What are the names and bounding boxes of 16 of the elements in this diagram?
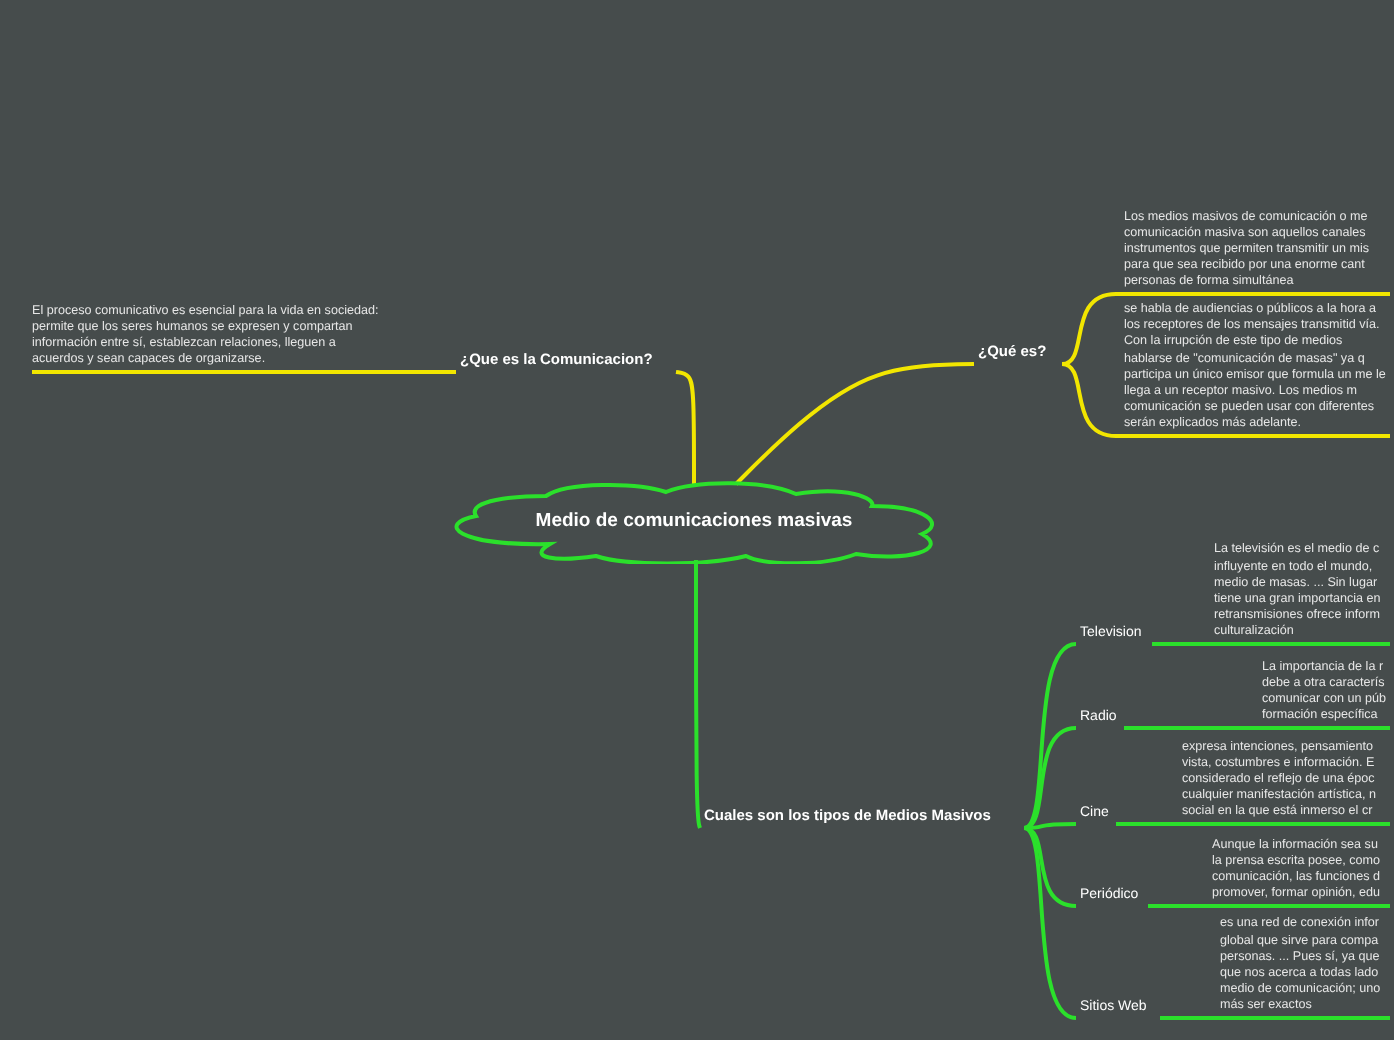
branch-line: [1023, 826, 1077, 908]
branch-line: [694, 560, 702, 830]
branch-line: [1148, 904, 1390, 908]
branch-line: [1152, 642, 1390, 646]
branch-line: [1022, 642, 1077, 830]
branch-line: [1116, 822, 1390, 826]
branch-line: [1023, 726, 1077, 830]
branch-line: [1061, 362, 1390, 438]
branch-line: [1022, 826, 1077, 1020]
central-topic-title: Medio de comunicaciones masivas: [533, 510, 855, 532]
branch-line: [734, 362, 975, 486]
branch-line: [1124, 726, 1390, 730]
branch-line: [1160, 1016, 1390, 1020]
branch-line: [1061, 292, 1390, 366]
branch-line: [675, 370, 696, 486]
branch-line: [32, 370, 456, 374]
